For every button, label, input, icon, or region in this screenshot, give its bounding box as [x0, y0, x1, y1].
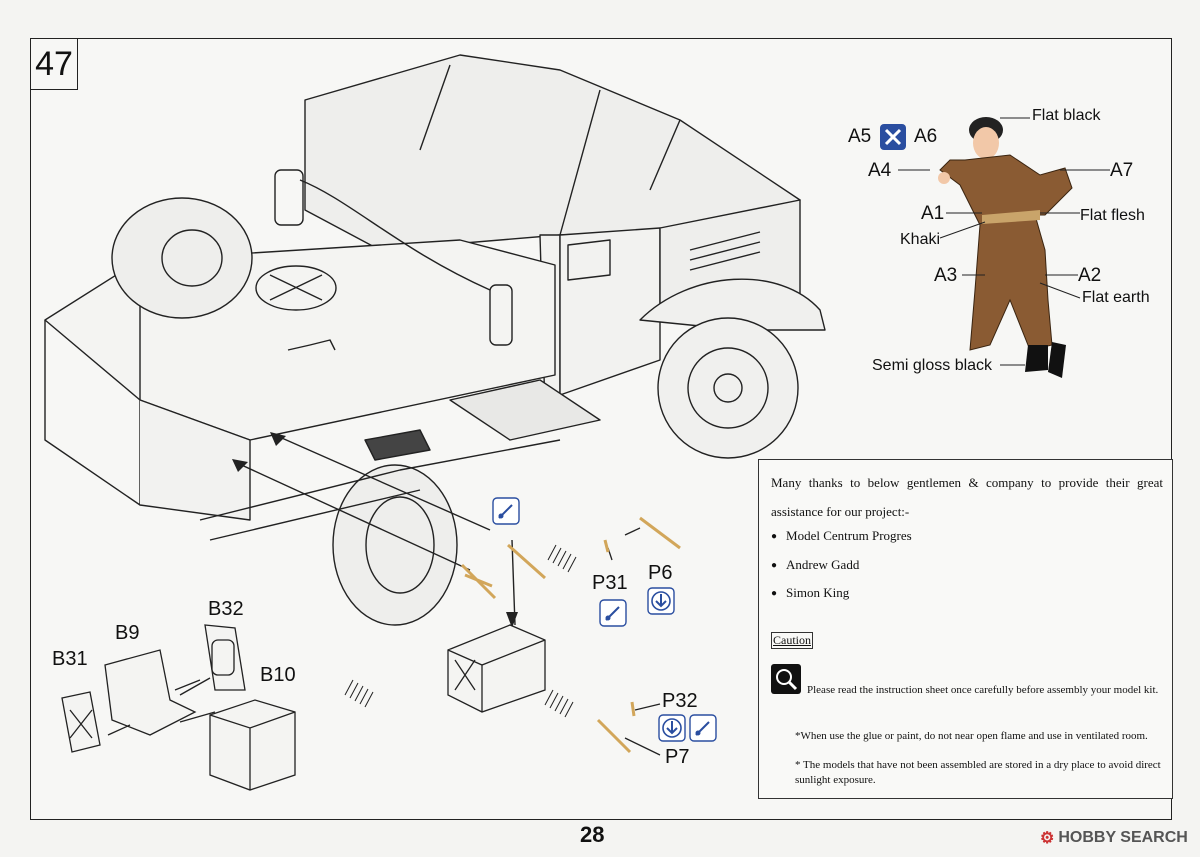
- part-a1: A1: [921, 203, 945, 224]
- credits-list: Model Centrum Progres Andrew Gadd Simon …: [771, 522, 912, 608]
- page-number: 28: [580, 822, 605, 847]
- part-p6: P6: [648, 562, 673, 584]
- part-a2: A2: [1078, 265, 1102, 286]
- paint-khaki: Khaki: [900, 231, 941, 248]
- brand-logo-icon: ⚙: [1040, 830, 1055, 847]
- part-b9: B9: [115, 622, 140, 644]
- brand-watermark: ⚙ HOBBY SEARCH: [1040, 828, 1188, 848]
- glue-warning-text: *When use the glue or paint, do not near…: [795, 730, 1148, 742]
- part-b32: B32: [208, 598, 244, 620]
- part-a7: A7: [1110, 160, 1134, 181]
- notes-box: Many thanks to below gentlemen & company…: [758, 459, 1173, 799]
- part-a4: A4: [868, 160, 892, 181]
- part-p32: P32: [662, 690, 698, 712]
- credit-item: Andrew Gadd: [771, 551, 912, 580]
- part-b31: B31: [52, 648, 88, 670]
- part-a6: A6: [914, 126, 938, 147]
- read-instructions-text: Please read the instruction sheet once c…: [807, 684, 1159, 696]
- part-p7: P7: [665, 746, 690, 768]
- credit-item: Simon King: [771, 579, 912, 608]
- step-number: 47: [30, 38, 78, 90]
- glue-icons: [492, 124, 906, 742]
- paint-flat-earth: Flat earth: [1082, 289, 1150, 306]
- paint-flat-flesh: Flat flesh: [1080, 207, 1145, 224]
- part-p31: P31: [592, 572, 628, 594]
- magnifier-warning-icon: [771, 664, 801, 694]
- caution-title: Caution: [771, 632, 813, 649]
- paint-flat-black: Flat black: [1032, 107, 1101, 124]
- brand-name: HOBBY SEARCH: [1058, 829, 1188, 846]
- storage-warning-text: * The models that have not been assemble…: [795, 759, 1161, 786]
- thanks-text: Many thanks to below gentlemen & company…: [771, 475, 1163, 519]
- credit-item: Model Centrum Progres: [771, 522, 912, 551]
- part-a3: A3: [934, 265, 958, 286]
- paint-semi-gloss-black: Semi gloss black: [872, 357, 993, 374]
- part-a5: A5: [848, 126, 872, 147]
- part-b10: B10: [260, 664, 296, 686]
